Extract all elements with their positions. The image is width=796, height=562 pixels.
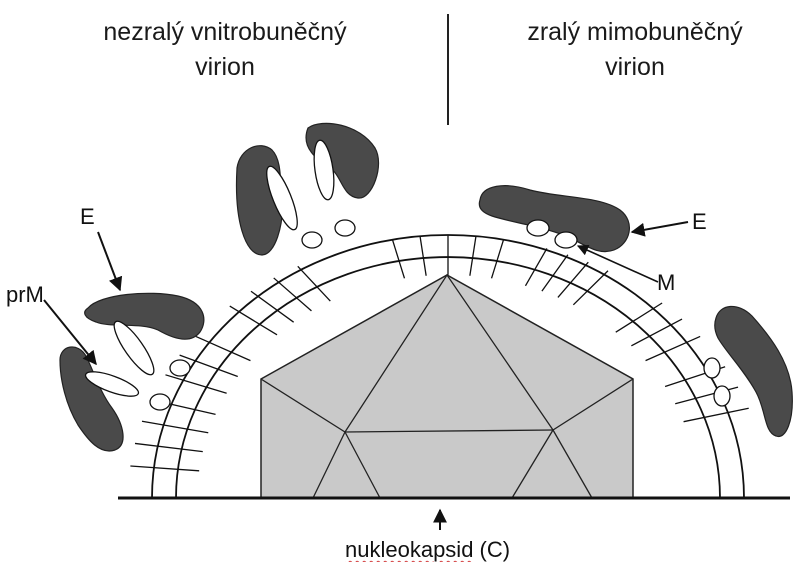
- label-prm: prM: [6, 283, 44, 307]
- heading-mature: zralý mimobuněčný virion: [480, 15, 790, 85]
- stalk-line: [616, 303, 662, 332]
- stalk-line: [251, 291, 294, 322]
- stalk-line: [135, 443, 203, 451]
- nucleocapsid-term: nukleokapsid: [345, 537, 473, 562]
- stalk-line: [631, 319, 682, 346]
- stalk-line: [130, 466, 199, 471]
- label-e-immature: E: [80, 205, 95, 229]
- arrow-e-right: [632, 222, 688, 232]
- stalk-line: [142, 421, 208, 432]
- e-protein-shape: [479, 186, 629, 252]
- m-protein-shape: [714, 386, 730, 406]
- m-protein-shape: [150, 394, 170, 410]
- heading-immature-line1: nezralý vnitrobuněčný: [40, 15, 410, 50]
- m-protein-shape: [527, 220, 549, 236]
- immature-spike-top: [237, 123, 379, 255]
- e-protein-shape: [60, 347, 123, 451]
- heading-immature-line2: virion: [40, 50, 410, 85]
- mature-spike-right: [704, 306, 792, 436]
- label-m: M: [657, 271, 675, 295]
- m-protein-shape: [170, 360, 190, 376]
- stalk-line: [274, 278, 312, 311]
- stalk-line: [392, 240, 404, 279]
- nucleocapsid-suffix: (C): [473, 537, 510, 562]
- immature-spike-left: [60, 293, 204, 451]
- nucleocapsid-caption: nukleokapsid (C): [345, 538, 510, 562]
- stalk-line: [470, 237, 476, 276]
- m-protein-shape: [555, 232, 577, 248]
- m-protein-shape: [335, 220, 355, 236]
- arrow-e-left: [98, 232, 120, 290]
- nucleocapsid: [261, 275, 633, 498]
- heading-mature-line2: virion: [480, 50, 790, 85]
- m-protein-shape: [704, 358, 720, 378]
- e-protein-shape: [85, 293, 204, 339]
- stalk-line: [684, 408, 749, 421]
- mature-spike-top: [479, 186, 629, 252]
- heading-immature: nezralý vnitrobuněčný virion: [40, 15, 410, 85]
- stalk-line: [165, 375, 226, 393]
- m-protein-shape: [302, 232, 322, 248]
- stalk-line: [420, 237, 426, 276]
- label-e-mature: E: [692, 210, 707, 234]
- heading-mature-line1: zralý mimobuněčný: [480, 15, 790, 50]
- stalk-line: [492, 240, 504, 279]
- arrow-m: [578, 246, 658, 282]
- e-protein-shape: [715, 306, 793, 436]
